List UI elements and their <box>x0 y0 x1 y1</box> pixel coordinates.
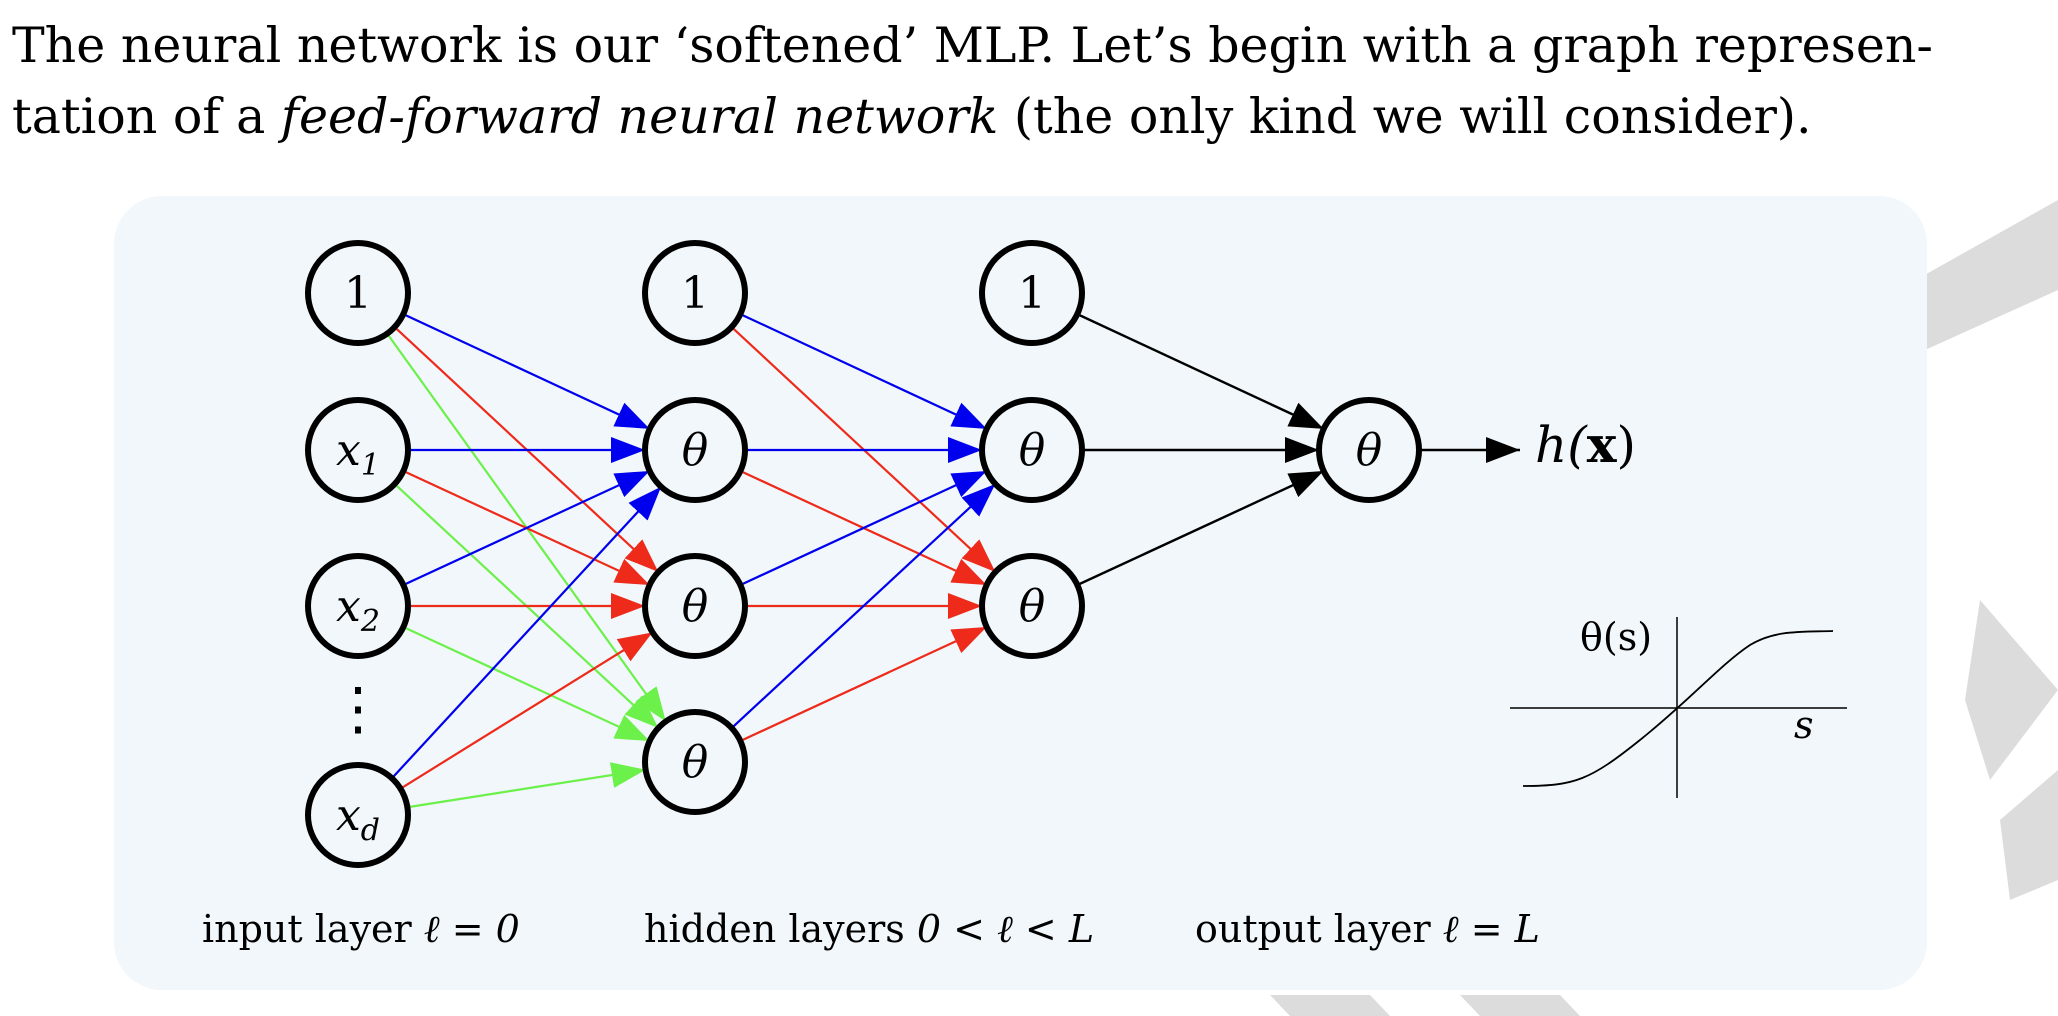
node-circle <box>305 240 411 346</box>
hidden1-theta-node: θ <box>642 709 748 815</box>
node-circle <box>305 762 411 868</box>
edge-hidden1-to-hidden2 <box>739 626 988 742</box>
hidden2-bias-node: 1 <box>979 240 1085 346</box>
node-circle <box>642 709 748 815</box>
output-theta-node: θ <box>1316 397 1422 503</box>
input-node: x1 <box>305 397 411 503</box>
output-label-close: ) <box>1617 416 1637 474</box>
node-circle <box>305 553 411 659</box>
activation-inset: θ(s) s <box>1510 615 1847 798</box>
caption-hidden-text: hidden layers <box>644 907 917 951</box>
node-label: 1 <box>681 268 709 319</box>
intro-line-1: The neural network is our ‘softened’ MLP… <box>12 17 1933 74</box>
edge-input-to-hidden1 <box>407 762 646 809</box>
node-label: θ <box>682 425 709 476</box>
input-bias-node: 1 <box>305 240 411 346</box>
input-ellipsis: ⋮ <box>329 674 387 742</box>
intro-line-2-start: tation of a <box>12 88 281 145</box>
node-label: 1 <box>344 268 372 319</box>
hidden2-theta-node: θ <box>979 397 1085 503</box>
node-circle <box>979 397 1085 503</box>
node-circle <box>979 240 1085 346</box>
input-node: xd <box>305 762 411 868</box>
intro-line-2-end: (the only kind we will consider). <box>998 88 1812 145</box>
inset-func-label: θ(s) <box>1580 615 1652 659</box>
edge-group <box>386 313 1520 809</box>
sigmoid-curve <box>1522 630 1834 787</box>
node-label: x1 <box>336 425 380 483</box>
caption-input: input layer ℓ = 0 <box>202 907 520 951</box>
hidden1-bias-node: 1 <box>642 240 748 346</box>
edge-input-to-hidden1 <box>399 631 654 790</box>
node-label: θ <box>1356 425 1383 476</box>
node-label: θ <box>1019 581 1046 632</box>
output-label-var: x <box>1587 415 1618 474</box>
inset-axis-label: s <box>1794 703 1814 747</box>
edge-hidden1-to-hidden2 <box>739 470 988 586</box>
caption-input-text: input layer <box>202 907 424 951</box>
edge-hidden2-to-output <box>1076 469 1325 587</box>
edge-input-to-hidden1 <box>402 470 651 586</box>
edge-input-to-hidden1 <box>402 626 651 742</box>
layer-captions: input layer ℓ = 0 hidden layers 0 < ℓ < … <box>202 907 1540 951</box>
caption-output-math: ℓ = L <box>1443 907 1540 951</box>
node-circle <box>979 553 1085 659</box>
node-circle <box>642 240 748 346</box>
node-label: x2 <box>336 581 380 639</box>
hidden1-theta-node: θ <box>642 397 748 503</box>
node-label: θ <box>1019 425 1046 476</box>
hidden1-theta-node: θ <box>642 553 748 659</box>
hidden2-theta-node: θ <box>979 553 1085 659</box>
node-circle <box>305 397 411 503</box>
intro-paragraph: The neural network is our ‘softened’ MLP… <box>12 10 2042 152</box>
input-node: x2 <box>305 553 411 659</box>
caption-input-math: ℓ = 0 <box>424 907 520 951</box>
caption-output: output layer ℓ = L <box>1195 907 1540 951</box>
svg-text:h(x): h(x) <box>1535 415 1636 474</box>
node-circle <box>1316 397 1422 503</box>
intro-emphasis: feed-forward neural network <box>280 88 999 145</box>
edge-hidden1-to-hidden2 <box>739 313 988 430</box>
node-label: θ <box>682 737 709 788</box>
output-label-func: h( <box>1535 416 1588 474</box>
caption-output-text: output layer <box>1195 907 1443 951</box>
caption-hidden: hidden layers 0 < ℓ < L <box>644 907 1094 951</box>
caption-hidden-math: 0 < ℓ < L <box>917 907 1094 951</box>
node-group: 1 x1 x2 xd ⋮ 1 θ θ θ 1 θ θ θ <box>305 240 1422 868</box>
node-label: θ <box>682 581 709 632</box>
node-label: 1 <box>1018 268 1046 319</box>
node-circle <box>642 553 748 659</box>
node-circle <box>642 397 748 503</box>
node-label: xd <box>336 790 380 848</box>
edge-input-to-hidden1 <box>391 485 662 780</box>
output-label: h(x) <box>1535 415 1636 474</box>
edge-hidden1-to-hidden2 <box>730 483 997 729</box>
edge-input-to-hidden1 <box>402 313 651 430</box>
edge-hidden2-to-output <box>1076 313 1325 430</box>
